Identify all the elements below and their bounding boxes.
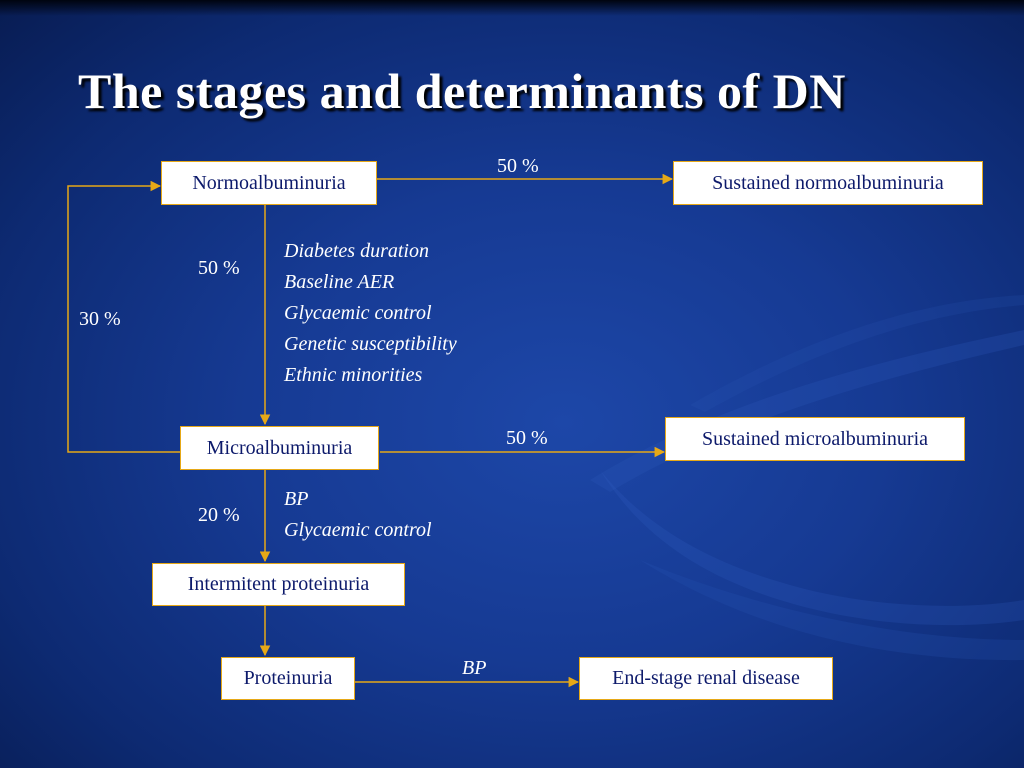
determinant-item: Ethnic minorities [284, 364, 423, 386]
edge-label-micro-back-to-normo: 30 % [79, 308, 121, 330]
arrow-micro-back-to-normo [67, 180, 180, 453]
edge-label-normo-to-sustained: 50 % [497, 155, 539, 177]
top-band [0, 0, 1024, 16]
page-title: The stages and determinants of DN [78, 63, 846, 119]
node-end-stage-renal-disease: End-stage renal disease [579, 657, 833, 700]
node-normoalbuminuria: Normoalbuminuria [161, 161, 377, 205]
determinant-item: Glycaemic control [284, 519, 432, 541]
determinant-item: Genetic susceptibility [284, 333, 457, 355]
determinants-micro-to-intermittent: BP Glycaemic control [284, 484, 432, 546]
edge-label-proteinuria-to-esrd: BP [462, 657, 487, 679]
determinant-item: Diabetes duration [284, 240, 429, 262]
determinant-item: Glycaemic control [284, 302, 432, 324]
node-sustained-microalbuminuria: Sustained microalbuminuria [665, 417, 965, 461]
edge-label-micro-to-intermittent: 20 % [198, 504, 240, 526]
determinant-item: Baseline AER [284, 271, 395, 293]
node-intermittent-proteinuria: Intermitent proteinuria [152, 563, 405, 606]
edge-label-normo-to-micro: 50 % [198, 257, 240, 279]
determinants-normo-to-micro: Diabetes duration Baseline AER Glycaemic… [284, 236, 457, 391]
node-sustained-normoalbuminuria: Sustained normoalbuminuria [673, 161, 983, 205]
edge-label-micro-to-sustained: 50 % [506, 427, 548, 449]
node-proteinuria: Proteinuria [221, 657, 355, 700]
node-microalbuminuria: Microalbuminuria [180, 426, 379, 470]
determinant-item: BP [284, 488, 309, 510]
